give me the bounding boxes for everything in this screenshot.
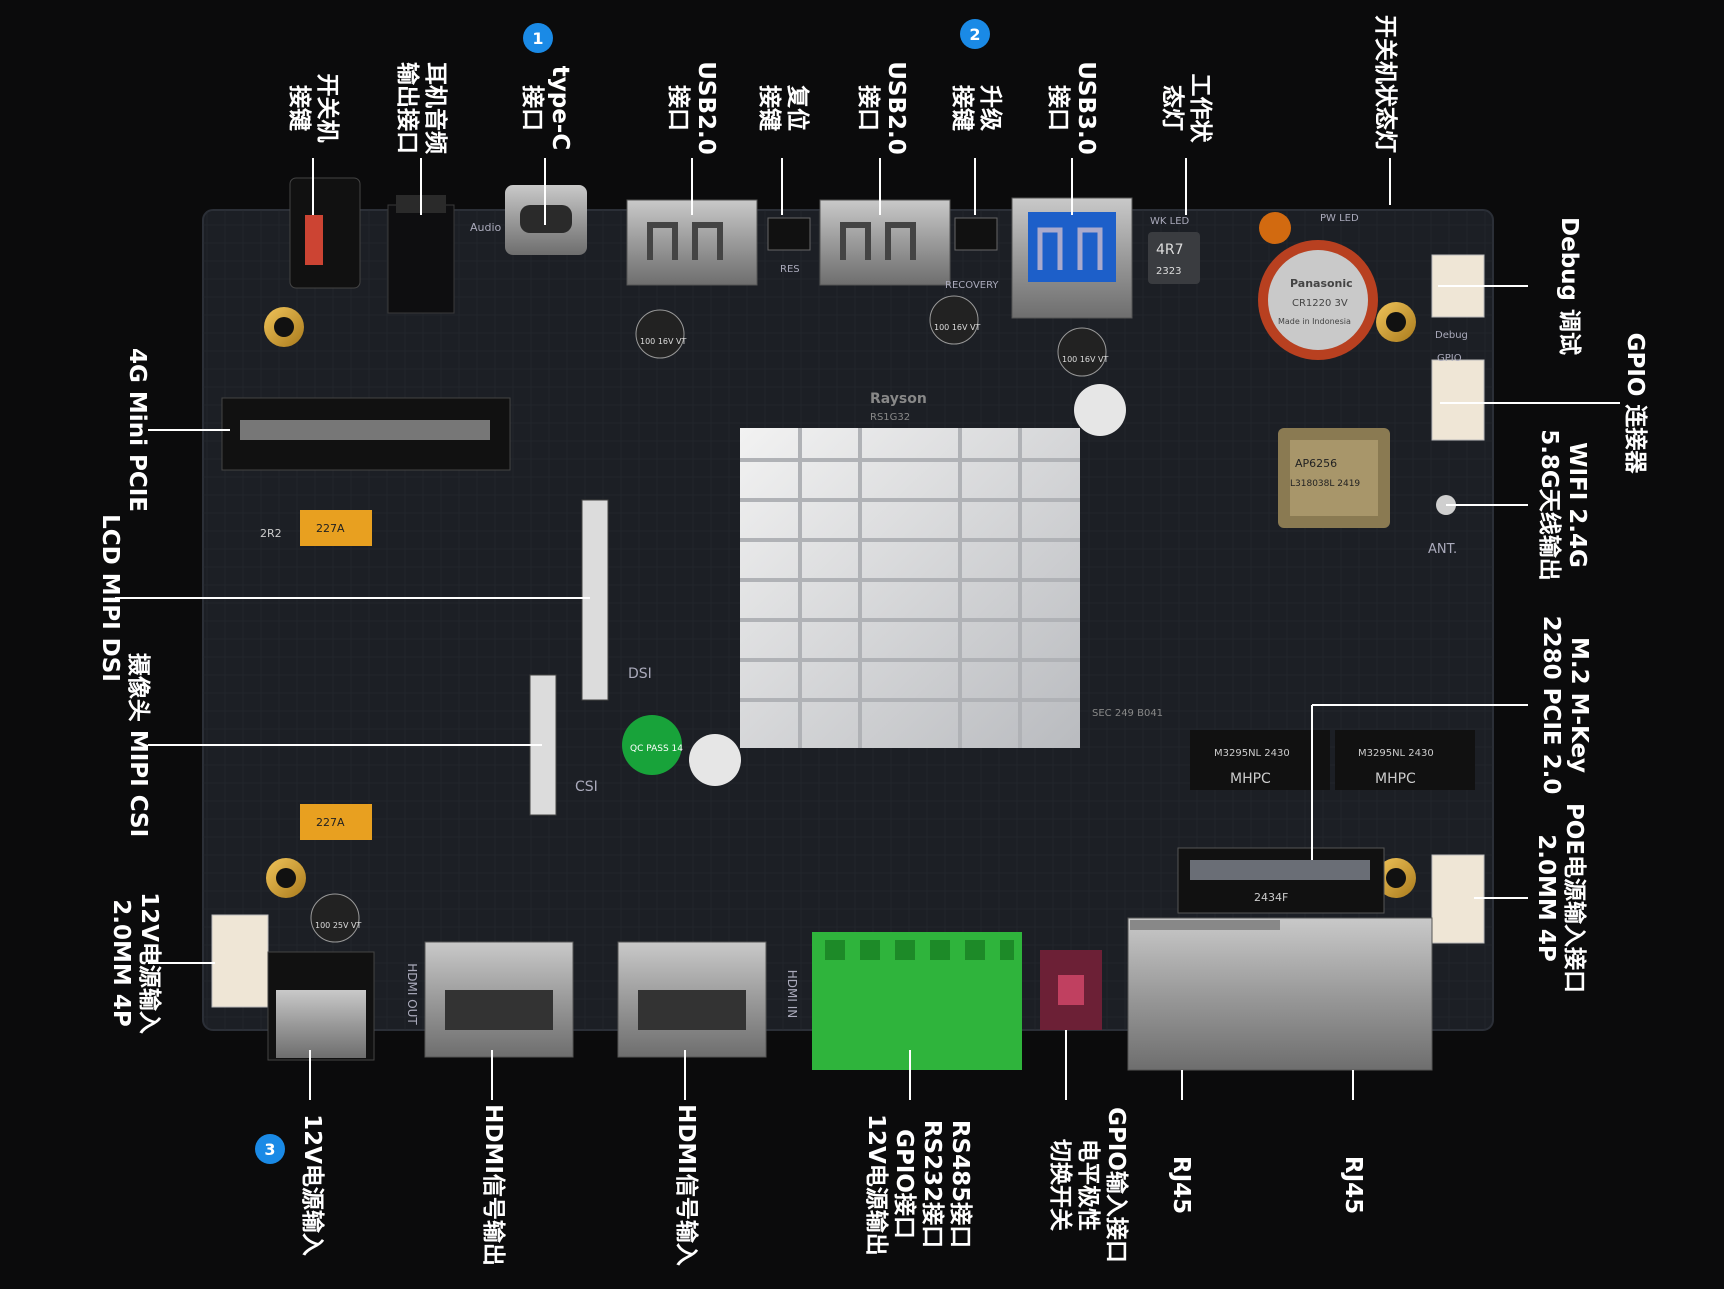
label-work-led: 工作状态灯 — [1159, 73, 1213, 143]
silk-qc: QC PASS 14 — [630, 744, 683, 754]
usb3-port — [1011, 197, 1133, 319]
dc-power-jack — [267, 951, 375, 1061]
label-hdmi-out: HDMI信号输出 — [480, 1104, 506, 1266]
label-rj45-right: RJ45 — [1340, 1155, 1366, 1215]
silk-hdmi-in: HDMI IN — [785, 969, 799, 1019]
mounting-holes — [264, 302, 1416, 898]
silk-cap-1: 100 16V VT — [640, 337, 687, 346]
silk-cap-3: 100 16V VT — [1062, 355, 1109, 364]
mini-pcie-slot — [221, 397, 511, 471]
usb2-right-port — [819, 199, 951, 286]
silk-wifi-chip: AP6256 — [1295, 457, 1338, 470]
label-power-led: 开关机状态灯 — [1372, 15, 1398, 153]
green-terminal-block — [812, 932, 1022, 1070]
silk-inductor-code: 2323 — [1156, 266, 1182, 277]
label-gpio-connector: GPIO 连接器 — [1622, 332, 1648, 474]
label-gpio-level: GPIO输入接口电平极性 切换开关 — [1047, 1107, 1129, 1263]
silk-pw-led: PW LED — [1320, 213, 1359, 224]
silk-recovery: RECOVERY — [945, 280, 999, 291]
silk-audio: Audio — [470, 221, 502, 234]
silk-ant: ANT. — [1428, 542, 1458, 557]
qc-sticker — [622, 715, 682, 775]
label-camera-csi: 摄像头 MIPI CSI — [125, 652, 151, 838]
silk-cap-2: 100 16V VT — [934, 323, 981, 332]
power-4p-header — [211, 914, 269, 1008]
label-power-jack: 12V电源输入 — [299, 1114, 325, 1256]
csi-connector — [529, 674, 557, 816]
hdmi-out-port — [424, 941, 574, 1058]
mhpc-transformer-1 — [1190, 730, 1330, 790]
heatsink — [689, 384, 1126, 786]
silk-battery-model: CR1220 3V — [1292, 298, 1348, 309]
inductor — [1148, 232, 1200, 284]
dsi-connector — [581, 499, 609, 701]
silk-cap-25v: 100 25V VT — [315, 921, 362, 930]
gpio-header — [1431, 359, 1485, 441]
silk-hdmi-out: HDMI OUT — [405, 963, 419, 1025]
gpio-level-switch — [1040, 950, 1102, 1030]
silk-2r2: 2R2 — [260, 527, 282, 540]
silk-wifi-code: L318038L 2419 — [1290, 479, 1361, 489]
silk-mhpc-2: MHPC — [1375, 771, 1416, 787]
silk-mhpc-1: MHPC — [1230, 771, 1271, 787]
rj45-jacks — [1127, 917, 1433, 1071]
label-hdmi-in: HDMI信号输入 — [673, 1104, 699, 1266]
m2-slot — [1177, 847, 1385, 914]
label-upgrade: 升级接键 — [949, 85, 1003, 131]
upgrade-header — [954, 217, 998, 251]
silk-res: RES — [780, 264, 800, 275]
silk-wk-led: WK LED — [1150, 216, 1190, 227]
badge-3: 3 — [255, 1134, 285, 1164]
label-mini-pcie: 4G Mini PCIE — [124, 348, 150, 512]
label-audio-out: 耳机音频输出接口 — [394, 62, 448, 154]
silk-battery-brand: Panasonic — [1290, 277, 1353, 290]
silk-mhpc-part-2: M3295NL 2430 — [1358, 748, 1434, 759]
tantalum-cap-1 — [300, 510, 372, 546]
leader-lines — [115, 158, 1620, 1100]
tantalum-cap-2 — [300, 804, 372, 840]
badge-2: 2 — [960, 19, 990, 49]
silk-mhpc-part-1: M3295NL 2430 — [1214, 748, 1290, 759]
silk-rayson: Rayson — [870, 391, 927, 407]
silk-csi: CSI — [575, 779, 598, 795]
silk-inductor: 4R7 — [1156, 242, 1184, 258]
silk-debug: Debug — [1435, 330, 1468, 341]
coin-battery — [1258, 240, 1378, 360]
silk-dsi: DSI — [628, 666, 652, 682]
hdmi-in-port — [617, 941, 767, 1058]
badge-1: 1 — [523, 23, 553, 53]
orange-led — [1259, 212, 1291, 244]
silk-tant-1: 227A — [316, 522, 345, 535]
mhpc-transformer-2 — [1335, 730, 1475, 790]
label-lcd-dsi: LCD MIPI DSI — [97, 514, 123, 682]
silk-battery-made: Made in Indonesia — [1278, 317, 1351, 326]
label-power-button: 开关机接键 — [286, 73, 340, 143]
label-reset: 复位接键 — [756, 85, 810, 131]
capacitors — [310, 295, 1107, 943]
label-debug: Debug 调试 — [1556, 217, 1582, 355]
reset-header — [767, 217, 811, 251]
silk-ram: SEC 249 B041 — [1092, 708, 1164, 719]
silk-tant-2: 227A — [316, 816, 345, 829]
silk-gpio: GPIO — [1437, 353, 1462, 364]
silk-m2-code: 2434F — [1254, 891, 1289, 904]
power-button — [289, 177, 361, 289]
silk-rayson-code: RS1G32 — [870, 412, 911, 423]
label-rj45-left: RJ45 — [1168, 1155, 1194, 1215]
